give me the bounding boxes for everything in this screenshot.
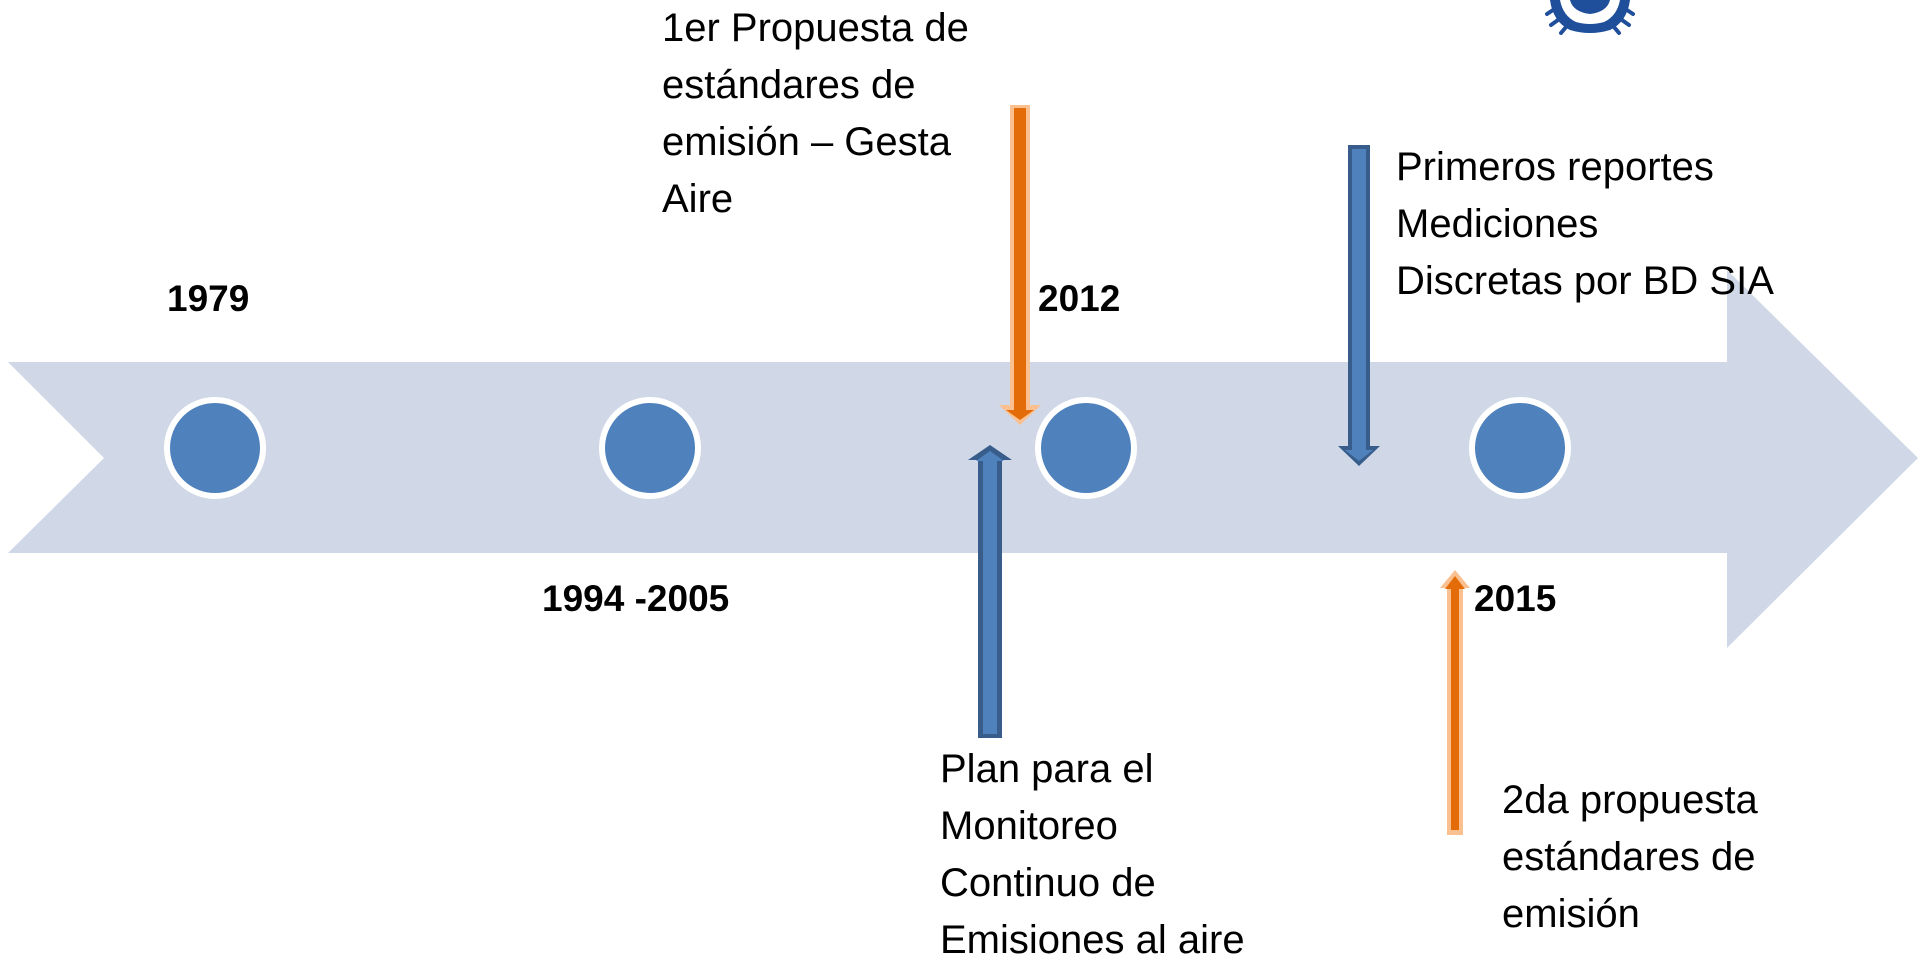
first-reports-note: Primeros reportes Mediciones Discretas p…	[1396, 139, 1774, 310]
monitoring-plan-note: Plan para el Monitoreo Continuo de Emisi…	[940, 741, 1245, 963]
monitoring-plan-line-4: Emisiones al aire	[940, 918, 1245, 962]
first-reports-line-1: Primeros reportes	[1396, 145, 1714, 189]
first-proposal-line-4: Aire	[662, 177, 734, 221]
first-proposal-note: 1er Propuesta de estándares de emisión –…	[662, 0, 969, 228]
first-proposal-line-1: 1er Propuesta de	[662, 6, 969, 50]
first-reports-arrow	[1338, 145, 1380, 466]
milestone-circle-2015	[1469, 397, 1571, 499]
first-proposal-line-2: estándares de	[662, 63, 916, 107]
first-proposal-line-3: emisión – Gesta	[662, 120, 952, 164]
timeline-band	[8, 270, 1918, 648]
second-proposal-arrow	[1440, 570, 1470, 835]
monitoring-plan-line-3: Continuo de	[940, 861, 1156, 905]
year-label-2015: 2015	[1474, 578, 1557, 619]
year-label-2012: 2012	[1038, 278, 1121, 319]
monitoring-plan-line-2: Monitoreo	[940, 804, 1118, 848]
first-reports-line-2: Mediciones	[1396, 202, 1599, 246]
milestone-circle-1979	[164, 397, 266, 499]
monitoring-plan-arrow	[968, 445, 1012, 738]
first-reports-line-3: Discretas por BD SIA	[1396, 259, 1774, 303]
second-proposal-note: 2da propuesta estándares de emisión	[1502, 772, 1758, 943]
year-label-1994-2005: 1994 -2005	[542, 578, 730, 619]
first-proposal-arrow	[999, 105, 1041, 425]
second-proposal-line-2: estándares de	[1502, 835, 1756, 879]
year-label-1979: 1979	[167, 278, 250, 319]
second-proposal-line-1: 2da propuesta	[1502, 778, 1758, 822]
monitoring-plan-line-1: Plan para el	[940, 747, 1154, 791]
seal-emblem-icon	[1545, 0, 1635, 35]
milestone-circle-1994-2005	[599, 397, 701, 499]
milestone-circle-2012	[1035, 397, 1137, 499]
second-proposal-line-3: emisión	[1502, 892, 1640, 936]
